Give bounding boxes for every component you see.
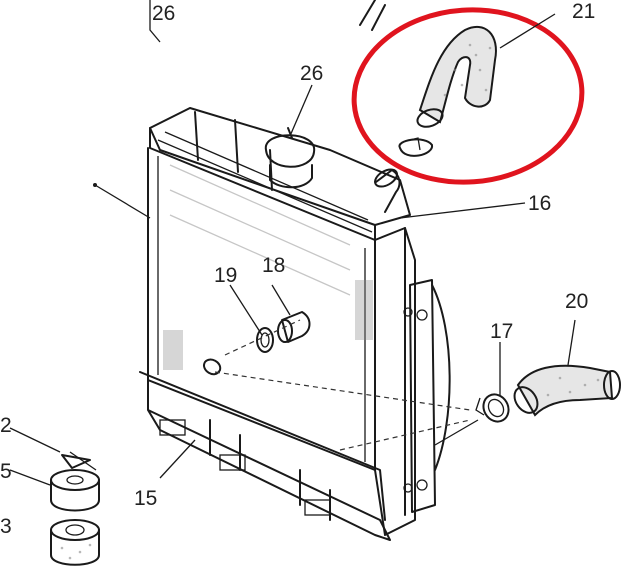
- callout-21: 21: [572, 0, 595, 23]
- radiator-cap: [264, 127, 316, 189]
- clip-2: [61, 451, 97, 471]
- upper-outlet-pipe: [374, 168, 401, 213]
- callout-15: 15: [134, 487, 157, 510]
- callout-20: 20: [565, 290, 588, 313]
- cushion-3: [50, 519, 100, 566]
- callout-16: 16: [528, 192, 551, 215]
- lower-hose: [513, 364, 621, 417]
- callout-5: 5: [0, 460, 12, 483]
- drain-plug-18: [277, 311, 311, 343]
- callout-17: 17: [490, 320, 513, 343]
- hose-clamp-17: [475, 393, 510, 423]
- callout-26-cap: 26: [300, 62, 323, 85]
- leader-lines: [9, 0, 576, 486]
- radiator-core: [139, 107, 451, 541]
- core-fins: [163, 164, 373, 370]
- gasket-19: [256, 327, 274, 353]
- callout-26-top: 26: [152, 2, 175, 25]
- callout-labels: 26 26 21 16 19 18 20 17 15 2 5 3: [0, 0, 595, 538]
- callout-19: 19: [214, 264, 237, 287]
- callout-3: 3: [0, 515, 12, 538]
- highlight-circle: [351, 7, 585, 185]
- upper-hose: [359, 0, 497, 157]
- callout-18: 18: [262, 254, 285, 277]
- cushion-5: [50, 469, 100, 512]
- callout-2: 2: [0, 414, 12, 437]
